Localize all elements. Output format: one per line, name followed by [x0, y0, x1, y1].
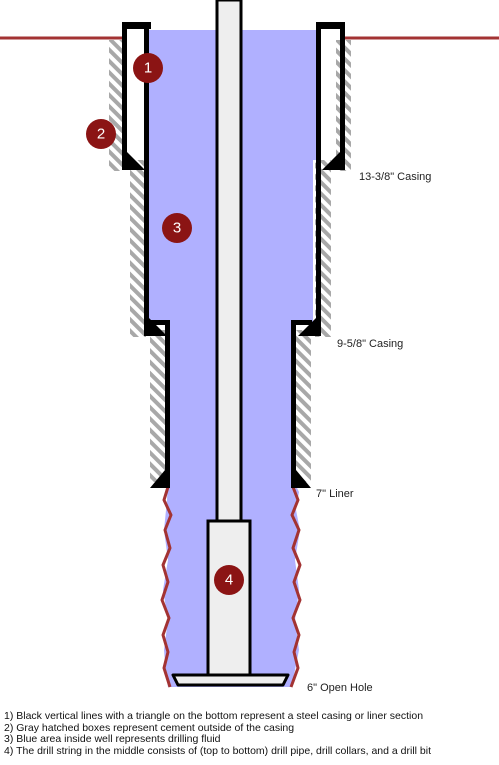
- drill-string: [171, 0, 290, 687]
- marker-4-label: 4: [225, 572, 233, 589]
- cement-13-3-8-left: [109, 40, 124, 171]
- legend-item-2: 2) Gray hatched boxes represent cement o…: [4, 721, 295, 734]
- casing-13-3-8: [122, 22, 345, 170]
- label-13-3-8-casing: 13-3/8" Casing: [359, 171, 431, 183]
- label-9-5-8-casing: 9-5/8" Casing: [337, 338, 403, 350]
- cement-9-5-8-left: [130, 160, 146, 337]
- cement-7-liner-left: [150, 330, 167, 482]
- marker-3: 3: [162, 213, 192, 243]
- legend-item-3: 3) Blue area inside well represents dril…: [4, 733, 221, 746]
- marker-2-label: 2: [97, 126, 105, 143]
- marker-3-label: 3: [173, 220, 181, 237]
- legend: 1) Black vertical lines with a triangle …: [4, 710, 496, 757]
- drill-bit: [171, 673, 290, 687]
- label-7-liner: 7" Liner: [316, 488, 354, 500]
- legend-item-1: 1) Black vertical lines with a triangle …: [4, 710, 424, 722]
- cement-7-liner-right: [294, 330, 311, 482]
- marker-1-label: 1: [144, 60, 152, 77]
- open-hole-wall-right: [289, 486, 302, 688]
- label-open-hole: 6" Open Hole: [307, 682, 373, 694]
- liner-7: [149, 320, 312, 488]
- marker-4: 4: [214, 565, 244, 595]
- legend-item-4: 4) The drill string in the middle consis…: [4, 744, 431, 757]
- marker-1: 1: [133, 53, 163, 83]
- open-hole-wall-left: [160, 486, 173, 688]
- drill-pipe: [215, 0, 243, 525]
- drill-collars: [206, 519, 252, 677]
- marker-2: 2: [86, 119, 116, 149]
